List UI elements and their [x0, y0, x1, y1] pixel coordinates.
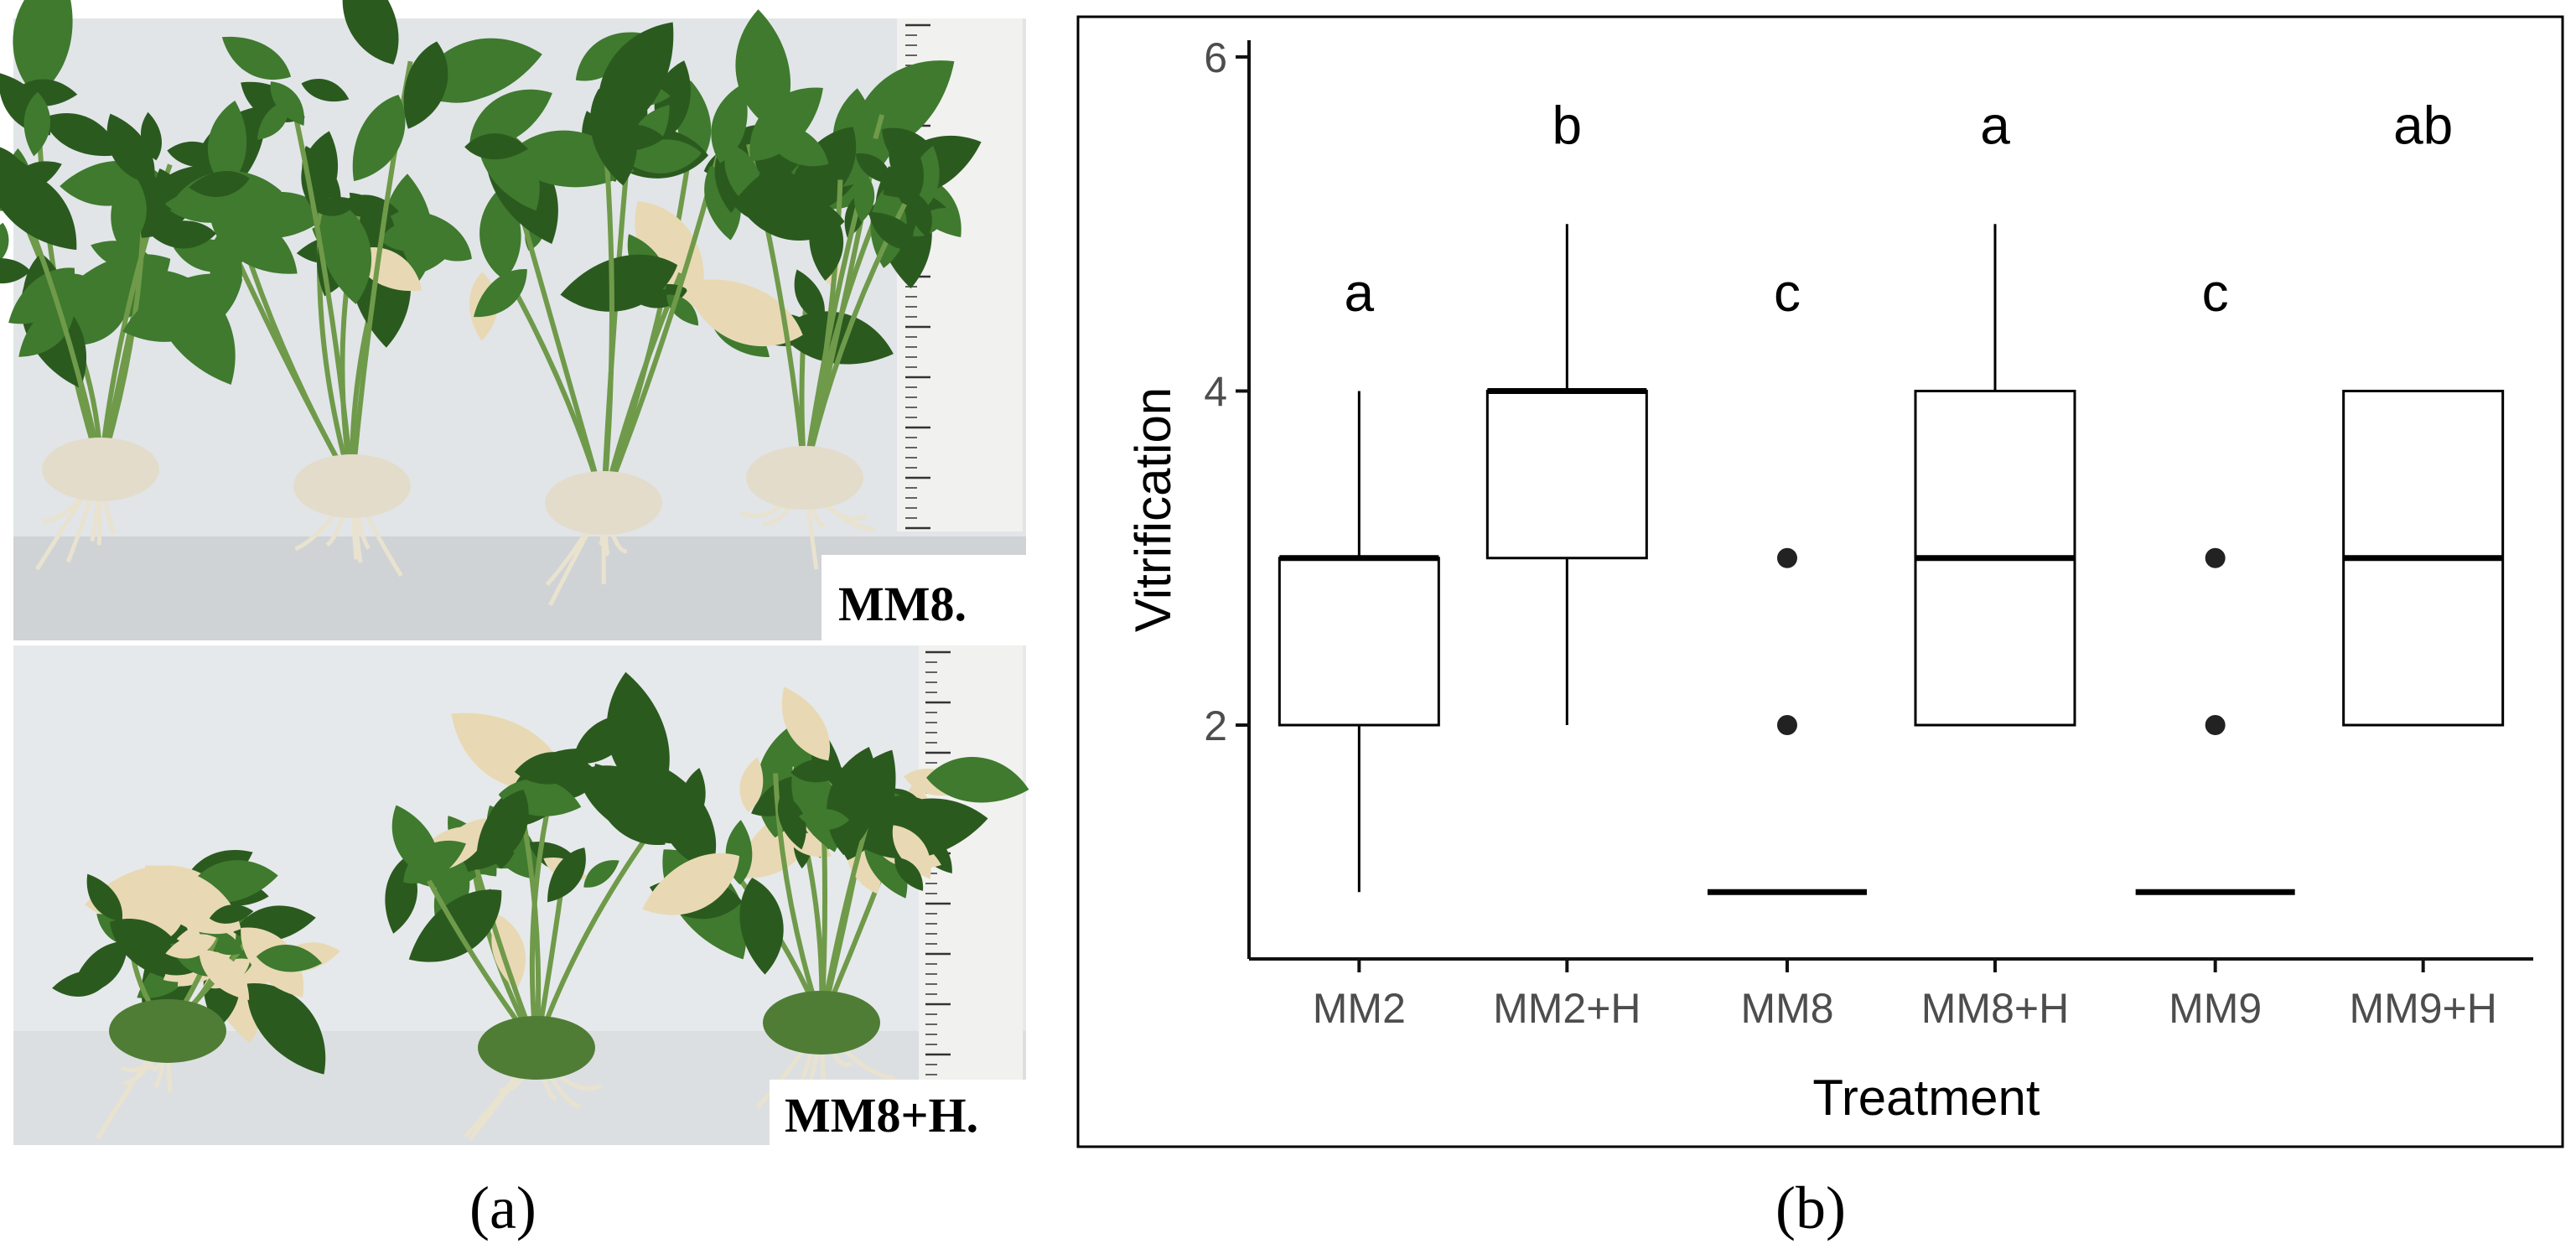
significance-letter-mm8-plus-h: a — [1980, 96, 2010, 156]
plant-top-2 — [112, 0, 549, 578]
panel-a-photos: MM8. MM8+H. — [0, 0, 1034, 1145]
plant-top-1 — [0, 0, 289, 571]
x-tick-label-mm8: MM8 — [1740, 985, 1833, 1032]
x-tick-label-mm2: MM2 — [1313, 985, 1406, 1032]
y-tick-label: 6 — [1204, 34, 1227, 81]
photo-label-top: MM8. — [838, 577, 967, 631]
plant-bottom-3 — [631, 677, 1034, 1120]
x-tick-label-mm9-plus-h: MM9+H — [2349, 985, 2496, 1032]
y-axis-label: Vitrification — [1125, 387, 1181, 632]
y-tick-label: 4 — [1204, 368, 1227, 415]
x-tick-label-mm8-plus-h: MM8+H — [1921, 985, 2069, 1032]
x-tick-label-mm2-plus-h: MM2+H — [1493, 985, 1640, 1032]
significance-letter-mm9: c — [2202, 262, 2229, 323]
caption-a: (a) — [469, 1174, 536, 1241]
photo-bottom: MM8+H. — [13, 645, 1034, 1145]
box-mm2-plus-h — [1485, 389, 1648, 560]
box-mm2 — [1278, 557, 1440, 727]
outlier-mm9 — [2205, 715, 2226, 736]
outlier-mm9 — [2205, 547, 2226, 568]
y-tick-label: 2 — [1204, 702, 1227, 749]
significance-letter-mm9-plus-h: ab — [2393, 96, 2453, 156]
outlier-mm8 — [1777, 715, 1797, 736]
outlier-mm8 — [1777, 547, 1797, 568]
significance-letter-mm8: c — [1774, 262, 1801, 323]
photo-top: MM8. — [0, 0, 1026, 640]
plant-top-3 — [398, 6, 849, 607]
plant-bottom-1 — [51, 839, 345, 1140]
x-axis-label: Treatment — [1812, 1070, 2040, 1126]
plant-bottom-2 — [374, 667, 768, 1142]
significance-letter-mm2: a — [1345, 262, 1375, 323]
plant-top-4 — [671, 8, 992, 570]
photo-label-bottom: MM8+H. — [785, 1088, 978, 1143]
caption-b: (b) — [1775, 1174, 1846, 1241]
x-tick-label-mm9: MM9 — [2169, 985, 2262, 1032]
significance-letter-mm2-plus-h: b — [1552, 96, 1583, 156]
